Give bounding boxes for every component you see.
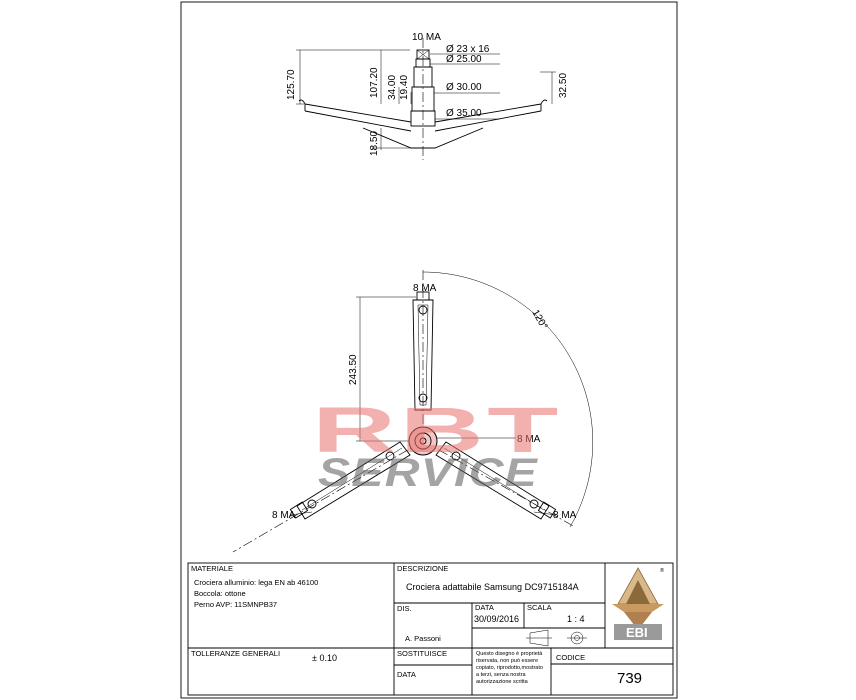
side-view: 10 MA Ø 23 x 16 Ø 25.00 Ø 30.00 Ø 35.00 … <box>286 32 569 160</box>
diameter-2: Ø 25.00 <box>446 54 482 65</box>
dis-header: DIS. <box>397 604 412 613</box>
data-value: 30/09/2016 <box>474 614 519 624</box>
dis-value: A. Passoni <box>405 634 441 643</box>
thread-label-plan-right: 8 MA <box>553 510 577 521</box>
title-block: MATERIALE Crociera alluminio: lega EN ab… <box>187 562 674 696</box>
thread-label-top: 10 MA <box>412 32 441 43</box>
dim-18-50: 18.50 <box>369 131 380 156</box>
registered-mark: ® <box>660 567 664 574</box>
dim-243-50: 243.50 <box>348 354 359 385</box>
tolleranze-value: ± 0.10 <box>312 653 337 663</box>
watermark-line1: RBT <box>312 394 562 466</box>
note-line-3: copiato, riprodotto,mostrato <box>476 665 543 671</box>
thread-label-plan-top: 8 MA <box>413 283 437 294</box>
descrizione-value: Crociera adattabile Samsung DC9715184A <box>406 582 579 592</box>
scala-header: SCALA <box>527 603 552 612</box>
descrizione-header: DESCRIZIONE <box>397 564 448 573</box>
materiale-line-1: Crociera alluminio: lega EN ab 46100 <box>194 578 318 587</box>
data2-header: DATA <box>397 670 416 679</box>
note-line-4: a terzi, senza nostra <box>476 672 526 678</box>
note-line-1: Questo disegno è proprietà <box>476 651 543 657</box>
scala-value: 1 : 4 <box>567 614 585 624</box>
projection-symbol-icon <box>526 629 587 647</box>
dim-32-50: 32.50 <box>558 73 569 98</box>
codice-value: 739 <box>617 670 642 687</box>
logo-text: EBI <box>626 625 648 640</box>
watermark-line2: SERVICE <box>318 451 538 495</box>
diameter-1: Ø 23 x 16 <box>446 44 490 55</box>
plan-view: 8 MA 8 MA 8 MA 8 MA 243.50 120° <box>232 270 594 553</box>
dim-34-00: 34.00 <box>387 75 398 100</box>
tolleranze-header: TOLLERANZE GENERALI <box>191 649 280 658</box>
dim-125-70: 125.70 <box>286 69 297 100</box>
diameter-3: Ø 30.00 <box>446 82 482 93</box>
angle-label: 120° <box>529 308 549 331</box>
ebi-logo: EBI ® <box>612 567 664 640</box>
dim-107-20: 107.20 <box>369 67 380 98</box>
diameter-4: Ø 35.00 <box>446 108 482 119</box>
sostituisce-header: SOSTITUISCE <box>397 649 447 658</box>
thread-label-plan-center: 8 MA <box>517 434 541 445</box>
note-line-5: autorizzazione scritta <box>476 679 529 685</box>
codice-header: CODICE <box>556 653 585 662</box>
thread-label-plan-left: 8 MA <box>272 510 296 521</box>
data-header: DATA <box>475 603 494 612</box>
materiale-line-2: Boccola: ottone <box>194 589 246 598</box>
materiale-header: MATERIALE <box>191 564 233 573</box>
materiale-line-3: Perno AVP: 11SMNPB37 <box>194 600 277 609</box>
dim-19-40: 19.40 <box>399 75 410 100</box>
watermark: RBT SERVICE <box>312 394 562 495</box>
note-line-2: riservata, non può essere <box>476 658 538 664</box>
drawing-frame <box>180 1 678 699</box>
